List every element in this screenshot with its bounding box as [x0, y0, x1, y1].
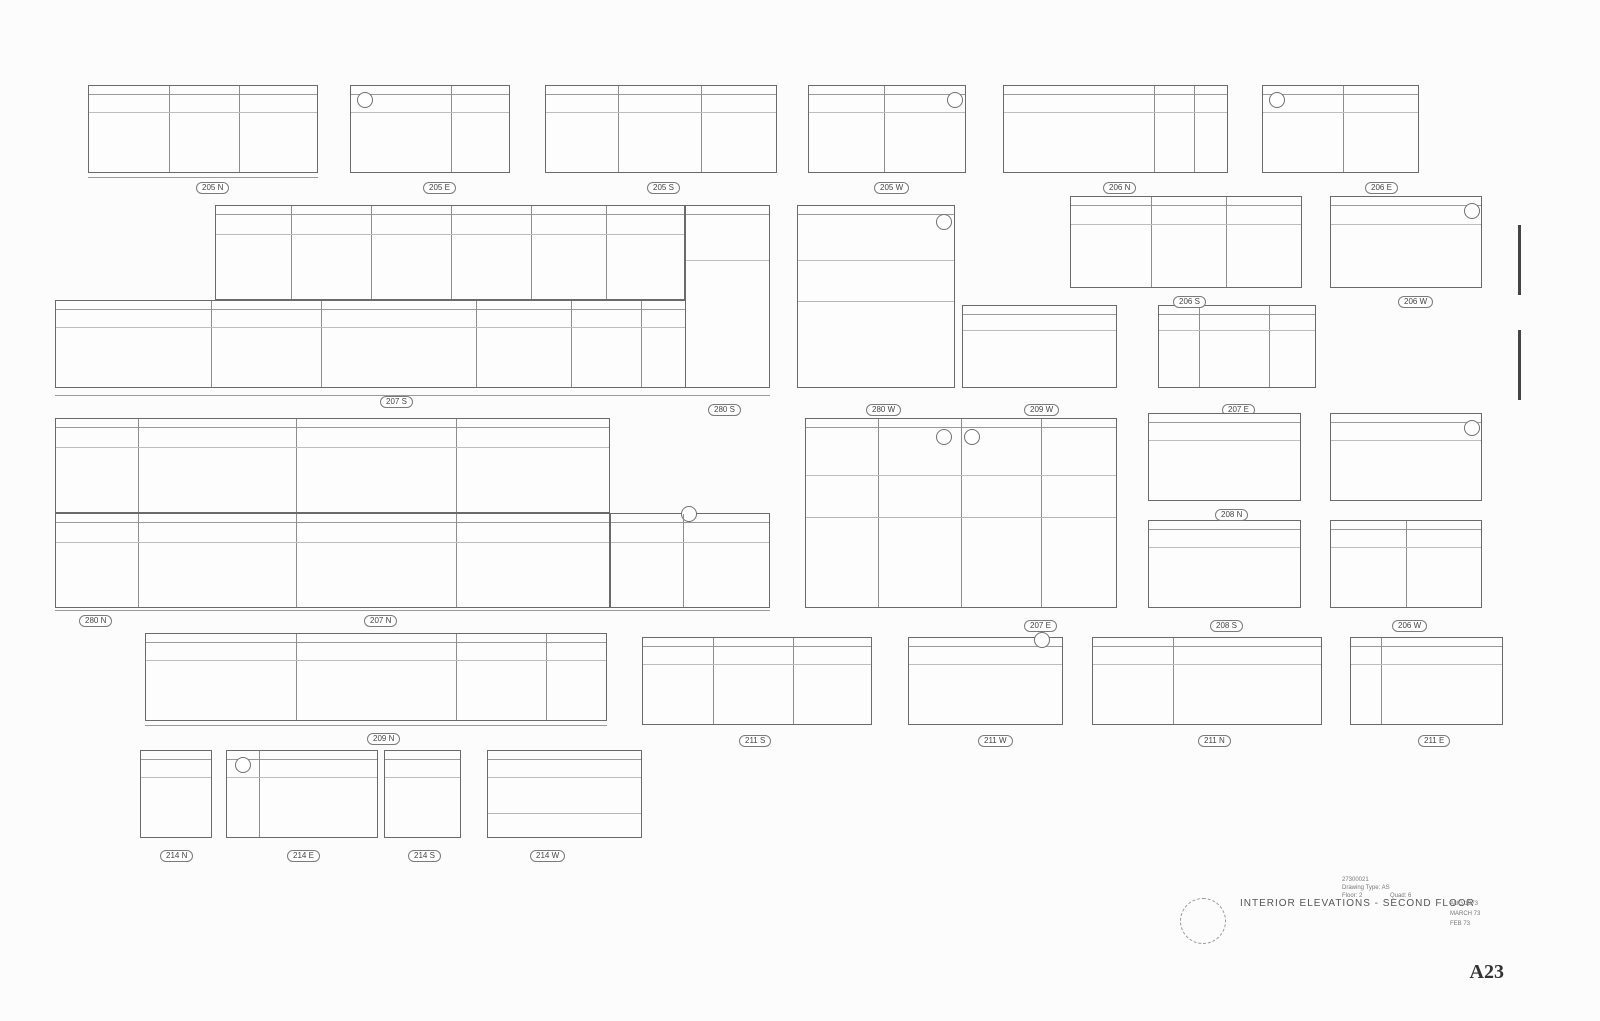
elevation-206w-b	[1330, 520, 1482, 608]
elevation-208w	[1330, 413, 1482, 501]
elevation-280w	[797, 205, 955, 388]
elevation-211e	[1350, 637, 1503, 725]
elevation-207s-upper	[215, 205, 685, 300]
floor-number: Floor: 2	[1342, 893, 1363, 899]
sheet-edge-mark	[1518, 330, 1521, 400]
elevation-206n	[1003, 85, 1228, 173]
room-label: 206 W	[1398, 296, 1434, 308]
room-label: 211 S	[739, 735, 772, 747]
room-label: 206 S	[1173, 296, 1206, 308]
room-label: 214 N	[160, 850, 194, 862]
elevation-206e	[1262, 85, 1419, 173]
elevation-214e	[226, 750, 378, 838]
room-label: 280 W	[866, 404, 902, 416]
elevation-207e	[805, 418, 1117, 608]
room-label: 207 S	[380, 396, 413, 408]
room-label: 214 W	[530, 850, 566, 862]
room-label: 211 N	[1198, 735, 1231, 747]
elevation-214s	[384, 750, 461, 838]
room-label: 280 N	[79, 615, 113, 627]
room-label: 206 N	[1103, 182, 1137, 194]
dimension-line	[145, 725, 607, 726]
sheet-edge-mark	[1518, 225, 1521, 295]
room-label: 205 E	[423, 182, 456, 194]
room-label: 205 W	[874, 182, 910, 194]
drawing-type: Drawing Type: AS	[1342, 885, 1390, 891]
room-label: 280 S	[708, 404, 741, 416]
title-block: 27300021 Drawing Type: AS Floor: 2 Quad:…	[1160, 877, 1520, 990]
room-label: 208 S	[1210, 620, 1243, 632]
elevation-211s	[642, 637, 872, 725]
room-label: 209 W	[1024, 404, 1060, 416]
quad-number: Quad: 6	[1390, 893, 1412, 899]
elevation-205e	[350, 85, 510, 173]
elevation-209w	[962, 305, 1117, 388]
elevation-209n	[145, 633, 607, 721]
room-label: 211 W	[978, 735, 1013, 747]
room-label: 209 N	[367, 733, 401, 745]
revision-date: MARCH 73	[1450, 911, 1481, 917]
room-label: 214 S	[408, 850, 441, 862]
sheet-number: A23	[1469, 961, 1504, 983]
room-label: 207 E	[1024, 620, 1057, 632]
elevation-280n-upper	[55, 418, 610, 513]
elevation-205w	[808, 85, 966, 173]
room-label: 206 E	[1365, 182, 1398, 194]
revision-date: FEB 73	[1450, 921, 1471, 927]
room-label: 207 N	[364, 615, 398, 627]
elevation-280s-stair	[685, 205, 770, 388]
dimension-line	[55, 610, 770, 611]
seal-icon	[1180, 898, 1226, 944]
elevation-205s	[545, 85, 777, 173]
elevation-211w	[908, 632, 1063, 725]
room-label: 214 E	[287, 850, 320, 862]
room-label: 208 N	[1215, 509, 1249, 521]
room-label: 205 S	[647, 182, 680, 194]
elevation-207s	[55, 300, 770, 388]
elevation-207n-b	[610, 506, 770, 608]
elevation-205n	[88, 85, 318, 173]
elevation-214w	[487, 750, 642, 838]
room-label: 211 E	[1418, 735, 1451, 747]
drawing-title: INTERIOR ELEVATIONS - SECOND FLOOR	[1240, 898, 1475, 909]
elevation-208s	[1148, 520, 1301, 608]
dimension-line	[88, 177, 318, 178]
elevation-206w	[1330, 196, 1482, 288]
revision-date: AUG 1973	[1450, 901, 1479, 907]
elevation-206s	[1070, 196, 1302, 288]
elevation-280n	[55, 513, 610, 608]
room-label: 205 N	[196, 182, 230, 194]
elevation-211n	[1092, 637, 1322, 725]
room-label: 206 W	[1392, 620, 1428, 632]
dimension-line	[55, 395, 770, 396]
elevation-207e-upper	[1158, 305, 1316, 388]
elevation-214n	[140, 750, 212, 838]
drawing-id: 27300021	[1342, 877, 1369, 883]
elevation-208n	[1148, 413, 1301, 501]
